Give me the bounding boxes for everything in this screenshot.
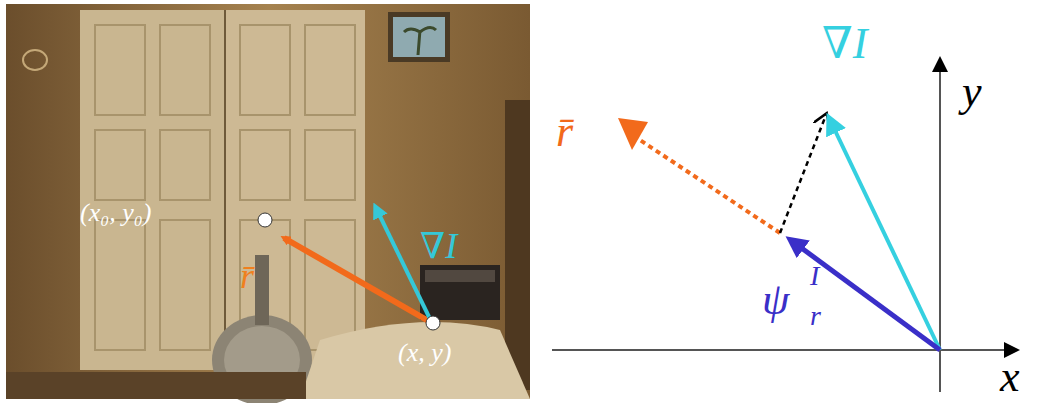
- vector-label: r̄: [240, 258, 254, 294]
- vector-diagram: [552, 58, 1018, 392]
- projection-label: ψ: [762, 278, 789, 322]
- projection-subscript: r: [810, 302, 821, 330]
- axis-label: y: [962, 70, 982, 114]
- projection-superscript: I: [810, 262, 819, 290]
- vector-label: r̄: [556, 110, 573, 154]
- gradient-label: ∇I: [420, 228, 457, 264]
- point-label: (x, y): [398, 340, 451, 366]
- point-label: (x₀, y₀): [80, 200, 151, 226]
- room-photo: [6, 4, 530, 403]
- gradient-label: ∇I: [822, 22, 867, 66]
- axis-label: x: [1000, 355, 1020, 399]
